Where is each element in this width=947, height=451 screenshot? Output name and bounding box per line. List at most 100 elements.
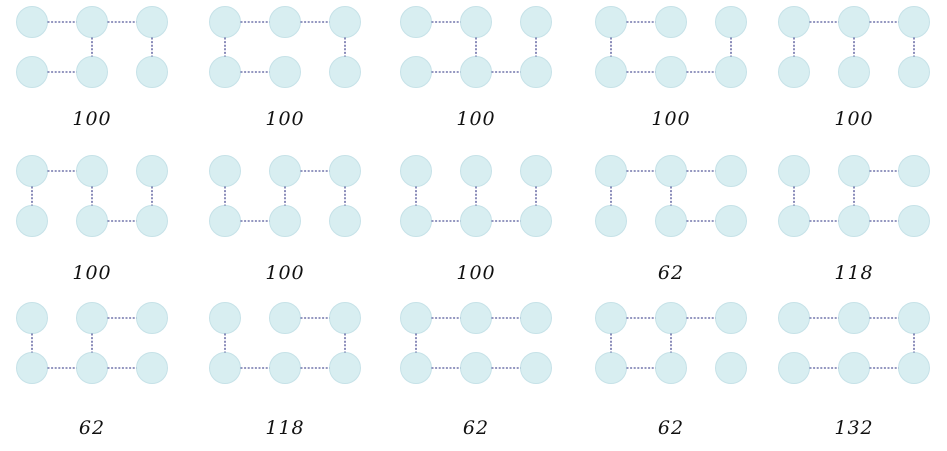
node: [76, 205, 108, 237]
graph-label: 118: [834, 262, 873, 284]
node: [16, 56, 48, 88]
graph-label: 100: [72, 262, 111, 284]
node: [209, 6, 241, 38]
node: [838, 56, 870, 88]
graph-11: 62: [16, 302, 168, 439]
node: [136, 56, 168, 88]
node: [209, 56, 241, 88]
node: [16, 155, 48, 187]
node: [898, 56, 930, 88]
graph-label: 62: [658, 417, 684, 439]
node: [16, 302, 48, 334]
graph-12: 118: [209, 302, 361, 439]
node: [778, 205, 810, 237]
graph-5: 100: [778, 6, 930, 130]
node: [76, 155, 108, 187]
node: [655, 205, 687, 237]
node: [209, 205, 241, 237]
node: [400, 155, 432, 187]
node: [209, 302, 241, 334]
graph-6: 100: [16, 155, 168, 284]
node: [400, 205, 432, 237]
graph-label: 62: [79, 417, 105, 439]
graph-7: 100: [209, 155, 361, 284]
node: [329, 155, 361, 187]
graph-15: 132: [778, 302, 930, 439]
node: [898, 205, 930, 237]
graph-label: 100: [72, 108, 111, 130]
node: [898, 155, 930, 187]
graph-label: 62: [463, 417, 489, 439]
node: [76, 6, 108, 38]
graph-13: 62: [400, 302, 552, 439]
node: [838, 205, 870, 237]
node: [269, 6, 301, 38]
node: [136, 205, 168, 237]
node: [460, 205, 492, 237]
node: [655, 352, 687, 384]
node: [16, 205, 48, 237]
node: [595, 155, 627, 187]
graph-label: 100: [265, 108, 304, 130]
node: [838, 302, 870, 334]
node: [838, 352, 870, 384]
node: [715, 155, 747, 187]
node: [329, 205, 361, 237]
node: [460, 56, 492, 88]
graph-4: 100: [595, 6, 747, 130]
node: [520, 6, 552, 38]
node: [838, 155, 870, 187]
node: [460, 352, 492, 384]
node: [520, 352, 552, 384]
node: [136, 6, 168, 38]
node: [778, 56, 810, 88]
node: [460, 6, 492, 38]
graph-label: 100: [265, 262, 304, 284]
node: [778, 155, 810, 187]
node: [460, 302, 492, 334]
node: [520, 56, 552, 88]
graph-1: 100: [16, 6, 168, 130]
node: [269, 56, 301, 88]
node: [898, 302, 930, 334]
node: [136, 302, 168, 334]
graph-8: 100: [400, 155, 552, 284]
node: [838, 6, 870, 38]
node: [136, 155, 168, 187]
node: [400, 352, 432, 384]
node: [136, 352, 168, 384]
node: [595, 6, 627, 38]
graph-9: 62: [595, 155, 747, 284]
node: [76, 352, 108, 384]
node: [655, 155, 687, 187]
node: [269, 155, 301, 187]
node: [400, 6, 432, 38]
node: [655, 56, 687, 88]
node: [400, 302, 432, 334]
graph-label: 118: [265, 417, 304, 439]
node: [76, 56, 108, 88]
node: [715, 352, 747, 384]
node: [269, 205, 301, 237]
graph-label: 132: [834, 417, 873, 439]
graph-label: 100: [456, 262, 495, 284]
node: [329, 352, 361, 384]
graph-14: 62: [595, 302, 747, 439]
node: [329, 302, 361, 334]
graph-label: 100: [456, 108, 495, 130]
node: [400, 56, 432, 88]
node: [595, 302, 627, 334]
node: [898, 352, 930, 384]
node: [520, 302, 552, 334]
node: [715, 302, 747, 334]
node: [520, 155, 552, 187]
graph-label: 100: [834, 108, 873, 130]
node: [269, 302, 301, 334]
node: [269, 352, 301, 384]
graph-label: 62: [658, 262, 684, 284]
node: [778, 6, 810, 38]
graph-label: 100: [651, 108, 690, 130]
node: [655, 302, 687, 334]
node: [715, 6, 747, 38]
node: [329, 6, 361, 38]
